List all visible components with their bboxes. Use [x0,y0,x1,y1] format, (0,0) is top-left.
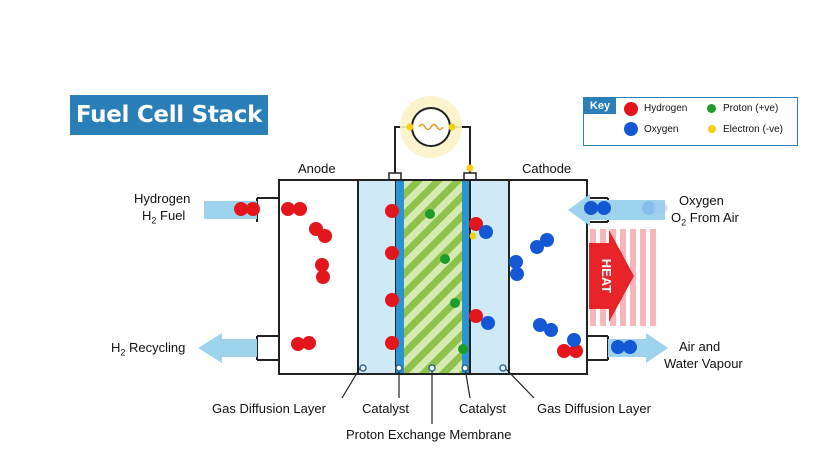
key-heading: Key [584,98,616,114]
legend-key: Key Hydrogen Oxygen Proton (+ve) Electro… [583,97,798,146]
diagram-title: Fuel Cell Stack [70,95,268,135]
electron-dot [469,232,477,240]
hydrogen-fuel-label-line2: H2 Fuel [142,208,186,226]
electron-dot [466,164,474,172]
air-water-label-line1: Air and [679,339,721,354]
cathode-label: Cathode [522,161,572,176]
recycling-label: H2 Recycling [111,340,186,358]
electron-dot [406,123,414,131]
electron-dot [448,123,456,131]
oxygen-molecules [479,201,667,354]
proton-dots [425,209,468,354]
leader-end-dots [359,364,507,372]
electron-key-dot [708,125,716,133]
air-water-label-line2: Water Vapour [664,356,743,371]
oxygen-label-line1: Oxygen [679,193,724,208]
proton-key-label: Proton (+ve) [723,103,779,114]
proton-exchange-membrane-label: Proton Exchange Membrane [346,427,512,442]
catalyst-left-label: Catalyst [362,401,409,416]
recycling-arrow [198,333,257,363]
anode-label: Anode [298,161,336,176]
heat-arrow [589,230,634,322]
hydrogen-fuel-label-line1: Hydrogen [134,191,191,206]
gas-diffusion-layer-right-label: Gas Diffusion Layer [537,401,651,416]
catalyst-left [396,180,404,374]
bulb-filament [418,123,444,131]
gas-diffusion-layer-right [469,179,510,375]
catalyst-right [462,180,470,374]
heat-label: HEAT [599,258,614,294]
proton-key-dot [707,104,716,113]
oxygen-key-dot [624,122,638,136]
catalyst-right-label: Catalyst [459,401,506,416]
hydrogen-molecules [234,202,583,358]
gas-diffusion-layer-left-label: Gas Diffusion Layer [212,401,326,416]
oxygen-key-label: Oxygen [644,124,679,135]
hydrogen-key-dot [624,102,638,116]
hydrogen-key-label: Hydrogen [644,103,688,114]
oxygen-label-line2: O2 From Air [671,210,739,228]
electron-key-label: Electron (-ve) [723,124,784,135]
proton-exchange-membrane [404,180,462,374]
label-leader-lines [341,367,535,424]
air-water-out-arrow [608,333,668,363]
